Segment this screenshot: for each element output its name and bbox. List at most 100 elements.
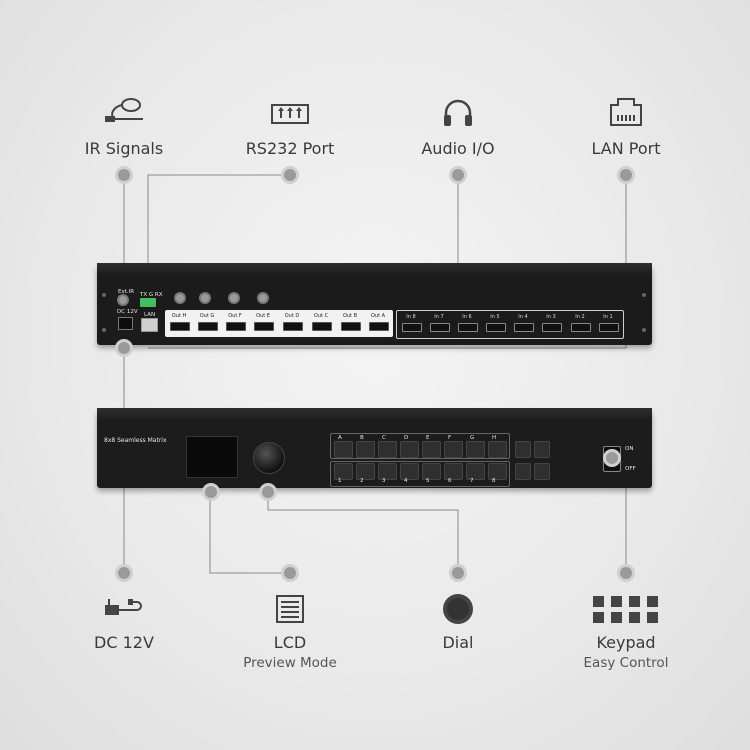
input-key[interactable] — [334, 463, 353, 480]
dc-jack — [118, 317, 133, 330]
key-label: E — [426, 435, 430, 441]
key-label: 2 — [360, 478, 364, 484]
key-label: C — [382, 435, 386, 441]
output-key[interactable] — [400, 441, 419, 458]
power-adapter-icon — [105, 599, 142, 615]
key-label: 7 — [470, 478, 474, 484]
hdmi-port — [226, 322, 246, 331]
power-on-label: ON — [625, 446, 634, 452]
output-key[interactable] — [466, 441, 485, 458]
indicator-dot — [452, 567, 464, 579]
output-label: Out E — [256, 313, 270, 319]
hdmi-port — [170, 322, 190, 331]
output-key[interactable] — [334, 441, 353, 458]
feature-dc-12v: DC 12V — [49, 567, 199, 677]
indicator-dot — [205, 486, 217, 498]
input-label: In 1 — [603, 314, 613, 320]
feature-title: Keypad — [596, 633, 656, 652]
tx-rx-label: TX G RX — [140, 292, 163, 298]
feature-lan-port: LAN Port — [551, 95, 701, 181]
input-key[interactable] — [466, 463, 485, 480]
power-off-label: OFF — [625, 466, 636, 472]
lcd-connector-line — [209, 492, 290, 574]
hdmi-output-panel: Out H Out G Out F Out E Out D Out C Out … — [165, 310, 393, 337]
feature-title: LAN Port — [591, 139, 661, 158]
indicator-dot — [620, 567, 632, 579]
lan-connector-line — [148, 175, 627, 349]
rs232-port-icon — [271, 104, 309, 124]
lcd-screen — [186, 436, 238, 478]
ext-ir-label: Ext.IR — [118, 289, 135, 295]
input-label: In 5 — [490, 314, 500, 320]
function-key[interactable] — [515, 441, 531, 458]
dc-label: DC 12V — [117, 309, 138, 315]
input-label: In 6 — [462, 314, 472, 320]
feature-rs232-port: RS232 Port — [215, 95, 365, 181]
dial-knob-icon — [443, 594, 473, 624]
indicator-dot — [118, 169, 130, 181]
feature-title: Dial — [442, 633, 474, 652]
function-key[interactable] — [534, 441, 550, 458]
indicator-dot — [284, 169, 296, 181]
feature-audio-io: Audio I/O — [383, 95, 533, 181]
audio-jack — [176, 294, 184, 302]
input-label: In 8 — [406, 314, 416, 320]
function-key[interactable] — [534, 463, 550, 480]
feature-title: DC 12V — [94, 633, 154, 652]
ethernet-port-icon — [610, 98, 642, 126]
indicator-dot — [606, 452, 618, 464]
input-label: In 4 — [518, 314, 528, 320]
feature-title: LCD — [273, 633, 307, 652]
output-key[interactable] — [378, 441, 397, 458]
indicator-dot — [118, 342, 130, 354]
output-label: Out C — [313, 313, 329, 319]
input-key[interactable] — [400, 463, 419, 480]
key-label: D — [404, 435, 409, 441]
hdmi-port — [254, 322, 274, 331]
hdmi-port — [369, 322, 389, 331]
key-label: 1 — [338, 478, 342, 484]
output-key[interactable] — [488, 441, 507, 458]
indicator-dot — [118, 567, 130, 579]
audio-jack — [201, 294, 209, 302]
keypad-output-row — [330, 433, 510, 459]
indicator-dot — [284, 567, 296, 579]
hdmi-port — [312, 322, 332, 331]
input-key[interactable] — [422, 463, 441, 480]
indicator-dot — [262, 486, 274, 498]
key-label: H — [492, 435, 497, 441]
feature-subtitle: Easy Control — [583, 655, 669, 671]
key-label: B — [360, 435, 364, 441]
hdmi-port — [402, 323, 422, 332]
hdmi-port — [341, 322, 361, 331]
input-key[interactable] — [378, 463, 397, 480]
hdmi-input-panel: In 8 In 7 In 6 In 5 In 4 In 3 In 2 In 1 — [396, 310, 624, 339]
audio-jack — [230, 294, 238, 302]
rs232-terminal — [140, 298, 156, 307]
rs232-connector-line — [147, 174, 290, 300]
feature-lcd: LCD Preview Mode — [215, 567, 365, 677]
output-key[interactable] — [422, 441, 441, 458]
dial-knob[interactable] — [253, 442, 285, 474]
feature-title: Audio I/O — [421, 139, 495, 158]
feature-title: RS232 Port — [245, 139, 335, 158]
key-label: 8 — [492, 478, 496, 484]
indicator-dot — [452, 169, 464, 181]
output-label: Out A — [370, 313, 386, 319]
hdmi-port — [514, 323, 534, 332]
hdmi-port — [542, 323, 562, 332]
output-label: Out H — [171, 313, 187, 319]
input-key[interactable] — [488, 463, 507, 480]
dial-connector-line — [267, 492, 459, 573]
headphones-icon — [444, 99, 472, 126]
output-key[interactable] — [356, 441, 375, 458]
key-label: 3 — [382, 478, 386, 484]
input-label: In 3 — [546, 314, 556, 320]
hdmi-port — [571, 323, 591, 332]
output-key[interactable] — [444, 441, 463, 458]
input-key[interactable] — [444, 463, 463, 480]
input-key[interactable] — [356, 463, 375, 480]
key-label: G — [470, 435, 475, 441]
input-label: In 7 — [434, 314, 444, 320]
function-key[interactable] — [515, 463, 531, 480]
